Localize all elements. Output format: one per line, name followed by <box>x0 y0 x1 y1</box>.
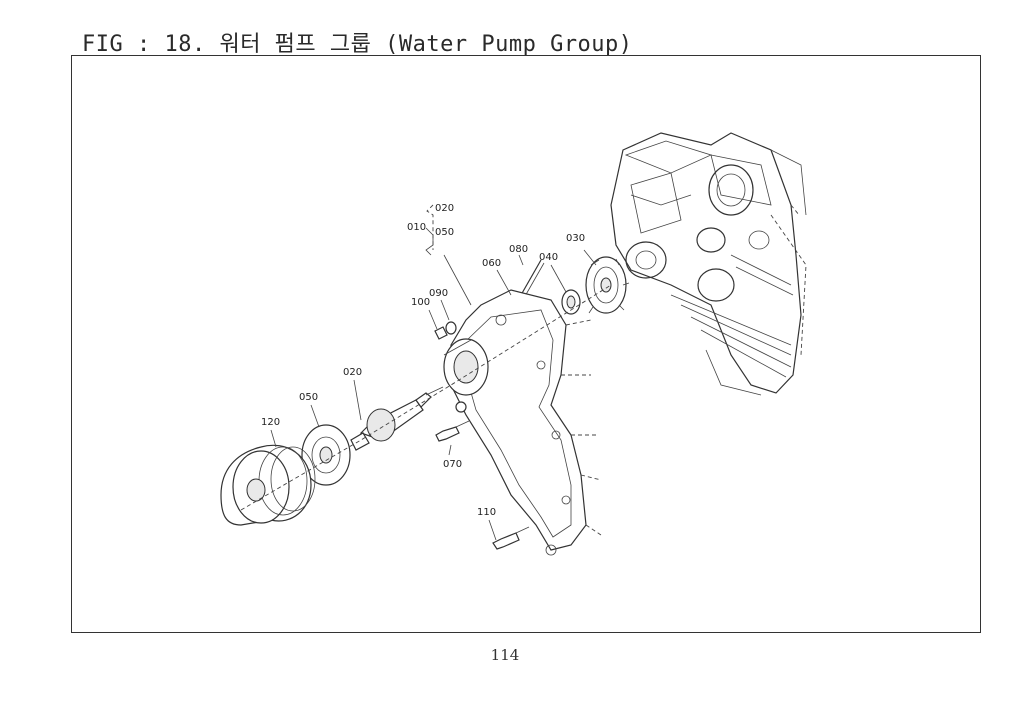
callout-050-top: 050 <box>435 227 454 238</box>
pulley-part <box>220 444 316 526</box>
shaft-part <box>350 386 444 451</box>
callout-120: 120 <box>261 417 280 428</box>
callout-080: 080 <box>509 244 528 255</box>
callout-020-top: 020 <box>435 203 454 214</box>
callout-040: 040 <box>539 252 558 263</box>
page-number: 114 <box>490 646 520 664</box>
callout-020: 020 <box>343 367 362 378</box>
callout-050: 050 <box>299 392 318 403</box>
stud-bolt-part <box>520 259 545 299</box>
pump-body-part <box>443 289 602 556</box>
callout-100: 100 <box>411 297 430 308</box>
impeller-part <box>585 256 630 314</box>
bolt-070-part <box>435 420 470 442</box>
callout-090: 090 <box>429 288 448 299</box>
nut-100-part <box>434 326 448 340</box>
seal-part <box>561 289 581 315</box>
callout-060: 060 <box>482 258 501 269</box>
exploded-parts-diagram: 010 020 050 080 060 040 030 090 100 020 … <box>220 132 807 556</box>
diagram-frame <box>71 55 981 633</box>
callout-030: 030 <box>566 233 585 244</box>
callout-labels: 010 020 050 080 060 040 030 090 100 020 … <box>261 203 585 518</box>
engine-block-drawing <box>610 132 807 396</box>
washer-090-part <box>445 321 457 335</box>
bolt-110-part <box>492 526 530 550</box>
callout-070: 070 <box>443 459 462 470</box>
assembly-centerline <box>240 284 612 511</box>
leader-lines <box>270 204 597 541</box>
callout-010: 010 <box>407 222 426 233</box>
callout-110: 110 <box>477 507 496 518</box>
figure-title: FIG : 18. 워터 펌프 그룹 (Water Pump Group) <box>82 32 633 57</box>
